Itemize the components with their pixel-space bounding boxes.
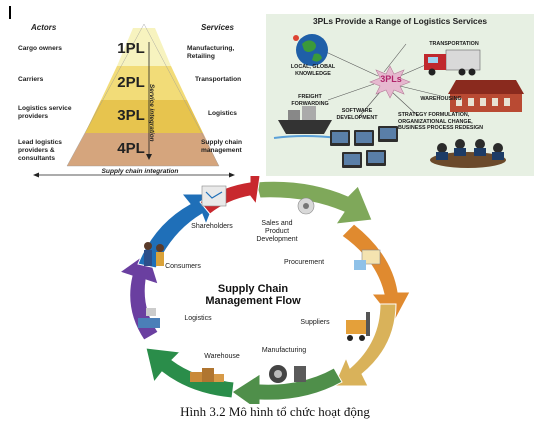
actor-4pl: Lead logistics providers & consultants: [18, 139, 62, 162]
service-1pl: Manufacturing, Retailing: [187, 45, 235, 60]
segment-sales: [255, 180, 373, 225]
software-development-label: SOFTWARE DEVELOPMENT: [336, 108, 378, 121]
3pl-title: 3PLs Provide a Range of Logistics Servic…: [312, 16, 488, 26]
consumers-icon: [144, 242, 164, 266]
boxes-icon: [190, 368, 224, 382]
step-procurement: Procurement: [283, 259, 325, 266]
pl-pyramid-figure: Actors Services 1PL 2PL 3PL 4PL Cargo ow…: [15, 18, 255, 180]
step-manufacturing: Manufacturing: [261, 347, 307, 354]
segment-procurement: [341, 223, 411, 323]
logistics-transport-icon: [138, 308, 160, 328]
services-header: Services: [201, 23, 234, 32]
actor-2pl: Carriers: [18, 76, 44, 83]
step-logistics: Logistics: [184, 315, 212, 322]
step-sales-product-development: Sales and Product Development: [256, 220, 298, 243]
level-2pl-label: 2PL: [117, 74, 145, 91]
actor-3pl: Logistics service providers: [18, 105, 72, 120]
actors-header: Actors: [31, 23, 57, 32]
step-shareholders: Shareholders: [191, 223, 233, 230]
service-2pl: Transportation: [195, 76, 242, 83]
ship-icon: [273, 106, 339, 139]
transportation-label: TRANSPORTATION: [429, 41, 479, 47]
sales-icon: [297, 197, 315, 215]
level-1pl-label: 1PL: [117, 40, 145, 57]
service-3pl: Logistics: [208, 110, 237, 117]
pyramid-level-1pl: [117, 28, 171, 66]
pyramid-level-2pl: [101, 66, 187, 100]
shareholders-icon: [201, 185, 227, 207]
figure-caption: Hình 3.2 Mô hình tổ chức hoạt động: [180, 404, 370, 419]
level-3pl-label: 3PL: [117, 107, 145, 124]
warehouse-icon: [448, 80, 524, 112]
supply-chain-integration-label: Supply chain integration: [101, 168, 179, 175]
strategy-label: STRATEGY FORMULATION, ORGANIZATIONAL CHA…: [398, 112, 484, 132]
segment-suppliers: [333, 303, 397, 387]
3pl-graphic: [273, 34, 524, 168]
pyramid-graphic: [33, 23, 235, 178]
pyramid-level-4pl: [67, 133, 219, 166]
meeting-icon: [430, 139, 506, 168]
flow-title: Supply Chain Management Flow: [205, 283, 301, 307]
actor-1pl: Cargo owners: [18, 45, 62, 52]
segment-manufacturing: [231, 367, 343, 404]
warehousing-label: WAREHOUSING: [420, 96, 462, 102]
truck-icon: [424, 49, 481, 76]
pyramid-level-3pl: [85, 100, 203, 133]
service-integration-label: Service integration: [148, 84, 155, 142]
gears-icon: [269, 365, 306, 383]
freight-forwarding-label: FREIGHT FORWARDING: [291, 94, 329, 107]
level-4pl-label: 4PL: [117, 140, 145, 157]
text-cursor: [9, 6, 11, 19]
service-4pl: Supply chain management: [201, 139, 243, 154]
procurement-icon: [354, 249, 381, 270]
computers-icon: [330, 126, 398, 168]
step-consumers: Consumers: [165, 263, 201, 270]
step-warehouse: Warehouse: [204, 353, 240, 360]
local-global-label: LOCAL, GLOBAL KNOWLEDGE: [290, 64, 336, 77]
3pl-services-figure: 3PLs Provide a Range of Logistics Servic…: [266, 14, 534, 176]
supply-chain-flow-ring: [118, 176, 411, 404]
globe-icon: [293, 34, 328, 66]
forklift-icon: [346, 312, 370, 341]
3pl-center-burst: [369, 65, 411, 99]
step-suppliers: Suppliers: [300, 319, 330, 326]
3pl-center-label: 3PLs: [380, 74, 402, 84]
